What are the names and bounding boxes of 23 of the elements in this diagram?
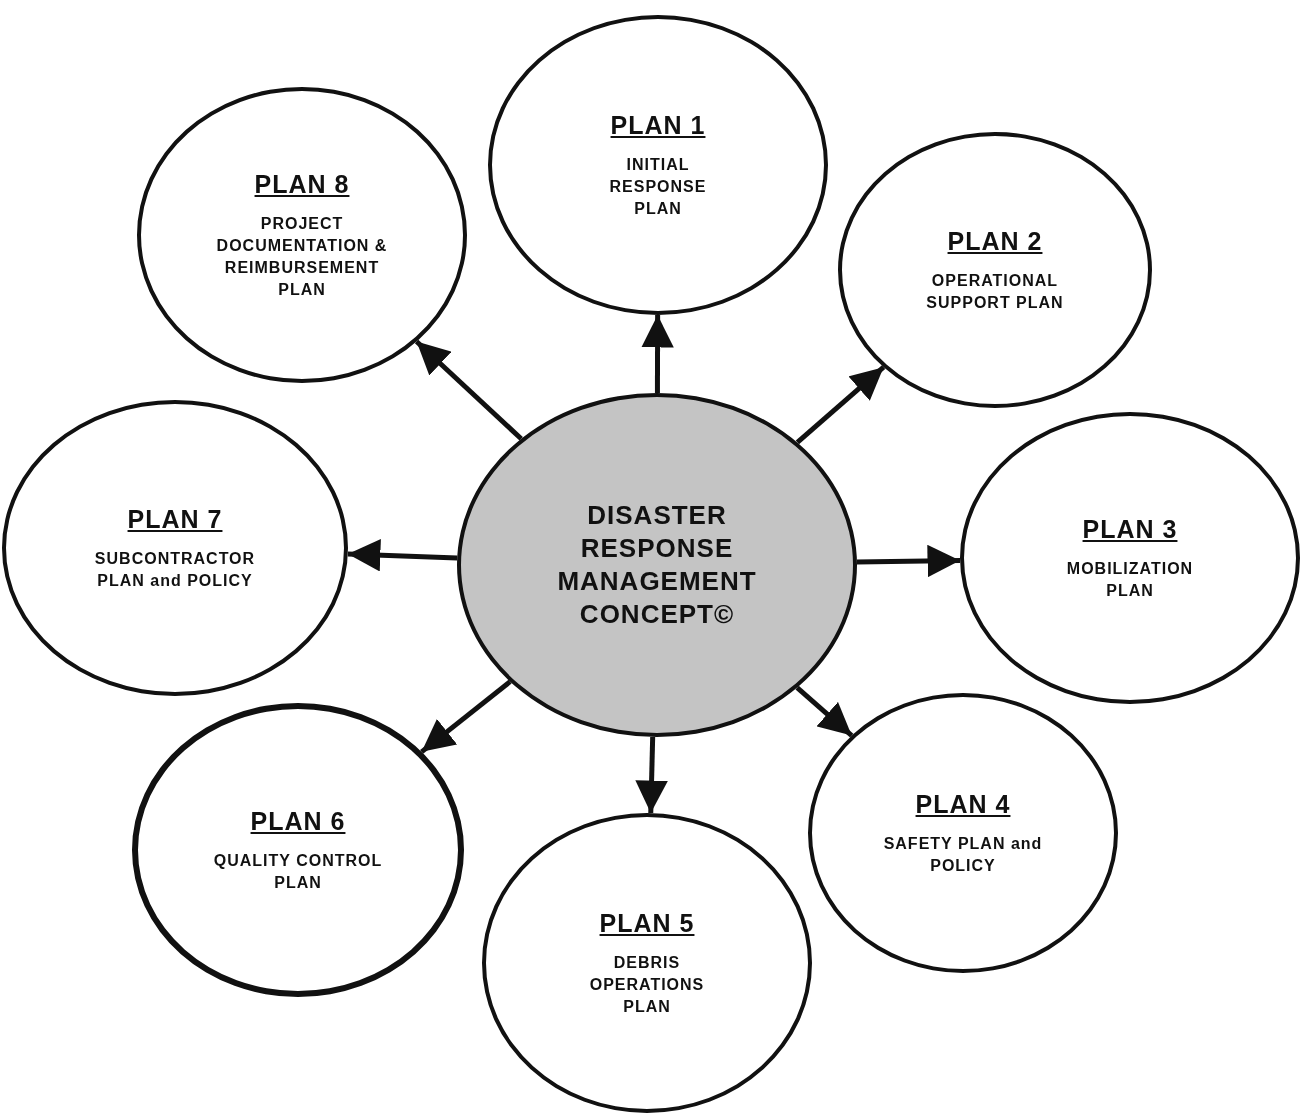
plan-name: DEBRIS OPERATIONS PLAN xyxy=(588,952,706,1017)
plan-number: PLAN 6 xyxy=(250,806,346,836)
arrow xyxy=(856,544,961,578)
plan-name: SUBCONTRACTOR PLAN and POLICY xyxy=(93,548,257,591)
plan-number: PLAN 2 xyxy=(947,226,1043,256)
plan-name: PROJECT DOCUMENTATION & REIMBURSEMENT PLAN xyxy=(215,213,389,300)
arrow xyxy=(641,315,674,393)
plan-name: INITIAL RESPONSE PLAN xyxy=(608,154,708,219)
plan-number: PLAN 8 xyxy=(254,169,350,199)
plan-name: QUALITY CONTROL PLAN xyxy=(213,850,383,893)
plan-number: PLAN 4 xyxy=(915,789,1011,819)
plan-number: PLAN 7 xyxy=(127,504,223,534)
plan-number: PLAN 3 xyxy=(1082,514,1178,544)
plan-number: PLAN 1 xyxy=(610,110,706,140)
arrow xyxy=(347,539,458,572)
plan-name: OPERATIONAL SUPPORT PLAN xyxy=(925,270,1065,313)
plan-name: MOBILIZATION PLAN xyxy=(1065,558,1195,601)
concept-title: DISASTER RESPONSE MANAGEMENT CONCEPT© xyxy=(556,499,758,631)
plan-name: SAFETY PLAN and POLICY xyxy=(882,833,1044,876)
arrow xyxy=(635,736,668,814)
arrow xyxy=(420,679,512,754)
arrow xyxy=(795,685,854,738)
plan-number: PLAN 5 xyxy=(599,908,695,938)
